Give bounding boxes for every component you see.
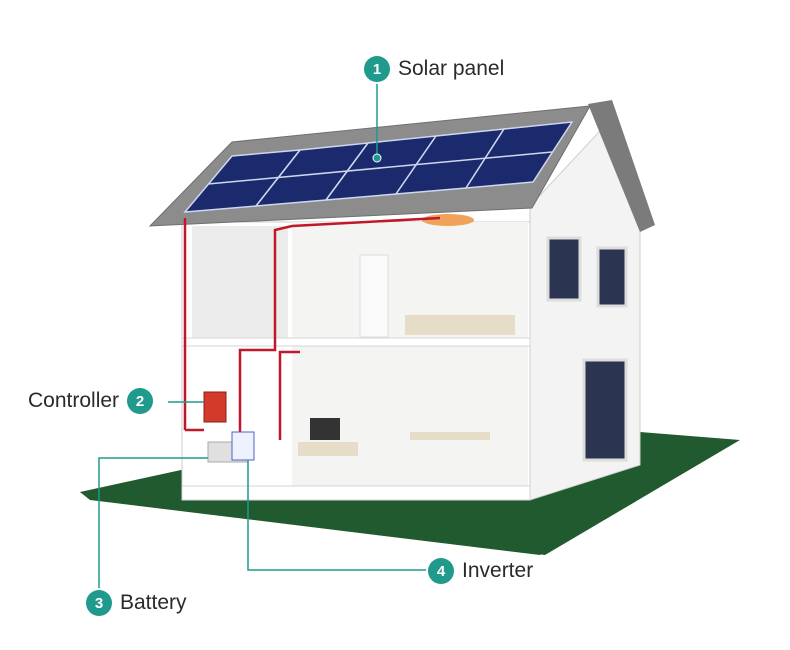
- leader-4: [247, 460, 428, 571]
- callout-inverter: 4 Inverter: [428, 558, 533, 584]
- side-window-1: [546, 236, 582, 302]
- lower-room: [292, 346, 528, 486]
- callout-solar-panel: 1 Solar panel: [364, 56, 504, 82]
- callout-controller: 2 Controller: [28, 388, 154, 414]
- left-upper-room: [192, 226, 288, 338]
- side-window-2: [596, 246, 628, 308]
- floor-slab: [181, 337, 531, 347]
- tv: [310, 418, 340, 440]
- base-slab: [181, 485, 531, 501]
- bed: [405, 315, 515, 335]
- roof-side: [588, 100, 655, 232]
- label-solar-panel: Solar panel: [398, 57, 505, 80]
- ceiling-lamp: [422, 214, 474, 226]
- label-battery: Battery: [120, 591, 187, 614]
- controller-box: [203, 391, 227, 423]
- leader-3: [98, 457, 208, 588]
- tv-stand: [298, 442, 358, 456]
- badge-4: 4: [428, 558, 454, 584]
- badge-1: 1: [364, 56, 390, 82]
- wiring: [183, 216, 441, 460]
- callout-battery: 3 Battery: [86, 590, 187, 616]
- label-inverter: Inverter: [462, 559, 534, 582]
- side-door: [582, 358, 628, 462]
- badge-2: 2: [127, 388, 154, 414]
- upper-door: [359, 254, 389, 338]
- dining-table: [410, 432, 490, 440]
- label-controller: Controller: [28, 389, 120, 412]
- badge-3: 3: [86, 590, 112, 616]
- inverter-box: [231, 431, 255, 461]
